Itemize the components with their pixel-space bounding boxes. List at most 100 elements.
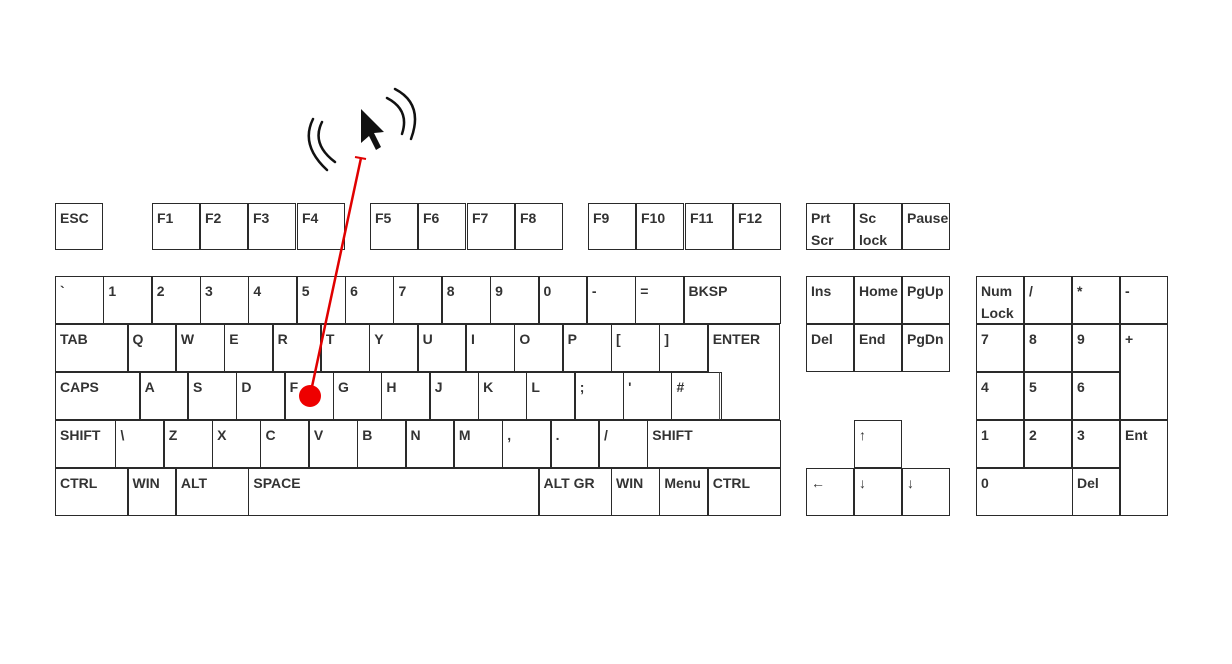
key-symbol-caps[interactable]: ; (574, 372, 624, 420)
key-menu-bottom[interactable]: Menu (659, 468, 709, 516)
key-caps-caps[interactable]: CAPS (55, 372, 141, 420)
key-symbol-shift[interactable]: , (502, 420, 552, 468)
key-f12[interactable]: F12 (733, 203, 781, 250)
key-3-number[interactable]: 3 (200, 276, 249, 324)
key-shift-shift[interactable]: SHIFT (55, 420, 116, 468)
key-f4[interactable]: F4 (297, 203, 345, 250)
key-ctrl-bottom[interactable]: CTRL (55, 468, 129, 516)
key-numpad-symbol[interactable]: * (1072, 276, 1120, 324)
key-t-tab[interactable]: T (320, 324, 370, 372)
key-f3[interactable]: F3 (248, 203, 296, 250)
key-f11[interactable]: F11 (685, 203, 733, 250)
key-numpad-symbol[interactable]: - (1120, 276, 1168, 324)
key-d-caps[interactable]: D (236, 372, 286, 420)
key-symbol-shift[interactable]: \ (115, 420, 165, 468)
key-q-tab[interactable]: Q (127, 324, 177, 372)
key-l-caps[interactable]: L (526, 372, 576, 420)
key-x-shift[interactable]: X (212, 420, 261, 468)
key-numpad-symbol[interactable]: / (1024, 276, 1072, 324)
key-print-screen[interactable]: Prt Scr (806, 203, 854, 250)
key-v-shift[interactable]: V (308, 420, 358, 468)
key-j-caps[interactable]: J (429, 372, 479, 420)
key-m-shift[interactable]: M (453, 420, 503, 468)
key-2-number[interactable]: 2 (151, 276, 201, 324)
key-0-number[interactable]: 0 (538, 276, 588, 324)
key-numpad-5[interactable]: 5 (1024, 372, 1072, 420)
key-symbol-shift[interactable]: . (550, 420, 600, 468)
key-arrow-right[interactable]: ↓ (902, 468, 950, 516)
key-numpad-2[interactable]: 2 (1024, 420, 1072, 468)
key-f8[interactable]: F8 (515, 203, 563, 250)
key-f1[interactable]: F1 (152, 203, 200, 250)
key-6-number[interactable]: 6 (345, 276, 394, 324)
key-c-shift[interactable]: C (260, 420, 310, 468)
key-alt-bottom[interactable]: ALT (175, 468, 249, 516)
key-h-caps[interactable]: H (381, 372, 431, 420)
key-pgdn[interactable]: PgDn (902, 324, 950, 372)
key-home[interactable]: Home (854, 276, 902, 324)
key-symbol-shift[interactable]: / (598, 420, 648, 468)
key-e-tab[interactable]: E (224, 324, 274, 372)
key-k-caps[interactable]: K (478, 372, 527, 420)
key-b-shift[interactable]: B (357, 420, 407, 468)
key-f10[interactable]: F10 (636, 203, 684, 250)
key-numpad-7[interactable]: 7 (976, 324, 1024, 372)
key-numpad-8[interactable]: 8 (1024, 324, 1072, 372)
key-z-shift[interactable]: Z (163, 420, 213, 468)
key-del[interactable]: Del (806, 324, 854, 372)
key-symbol-caps[interactable]: # (671, 372, 721, 420)
key-g-caps[interactable]: G (333, 372, 382, 420)
key-f-caps[interactable]: F (284, 372, 334, 420)
key-r-tab[interactable]: R (272, 324, 322, 372)
key-arrow-down[interactable]: ↓ (854, 468, 902, 516)
key-win-bottom[interactable]: WIN (127, 468, 177, 516)
key-f2[interactable]: F2 (200, 203, 248, 250)
key-i-tab[interactable]: I (465, 324, 515, 372)
key-numpad-3[interactable]: 3 (1072, 420, 1120, 468)
key-p-tab[interactable]: P (562, 324, 612, 372)
key-symbol-number[interactable]: - (586, 276, 636, 324)
key-numpad-ent[interactable]: Ent (1120, 420, 1168, 516)
key-o-tab[interactable]: O (514, 324, 564, 372)
key-4-number[interactable]: 4 (248, 276, 298, 324)
key-f7[interactable]: F7 (467, 203, 515, 250)
key-pause[interactable]: Pause (902, 203, 950, 250)
key-a-caps[interactable]: A (139, 372, 189, 420)
key-5-number[interactable]: 5 (296, 276, 346, 324)
key-f9[interactable]: F9 (588, 203, 636, 250)
key-ins[interactable]: Ins (806, 276, 854, 324)
key-space-bottom[interactable]: SPACE (248, 468, 539, 516)
key-numpad-num-lock[interactable]: Num Lock (976, 276, 1024, 324)
key-numpad-1[interactable]: 1 (976, 420, 1024, 468)
key-7-number[interactable]: 7 (393, 276, 443, 324)
key-9-number[interactable]: 9 (490, 276, 539, 324)
key-w-tab[interactable]: W (175, 324, 225, 372)
key-1-number[interactable]: 1 (103, 276, 153, 324)
key-pgup[interactable]: PgUp (902, 276, 950, 324)
key-end[interactable]: End (854, 324, 902, 372)
key-s-caps[interactable]: S (187, 372, 237, 420)
key-8-number[interactable]: 8 (441, 276, 491, 324)
key-y-tab[interactable]: Y (369, 324, 419, 372)
key-f6[interactable]: F6 (418, 203, 466, 250)
key-esc[interactable]: ESC (55, 203, 103, 250)
key-numpad-9[interactable]: 9 (1072, 324, 1120, 372)
key-f5[interactable]: F5 (370, 203, 418, 250)
key-scroll-lock[interactable]: Sc lock (854, 203, 902, 250)
key-symbol-tab[interactable]: [ (611, 324, 660, 372)
key-ctrl-bottom[interactable]: CTRL (707, 468, 781, 516)
key-n-shift[interactable]: N (405, 420, 455, 468)
key-arrow-left[interactable]: ← (806, 468, 854, 516)
key-symbol-tab[interactable]: ] (659, 324, 709, 372)
key-numpad-symbol[interactable]: + (1120, 324, 1168, 420)
key-symbol-number[interactable]: = (635, 276, 685, 324)
key-symbol-caps[interactable]: ' (623, 372, 672, 420)
key-alt-gr-bottom[interactable]: ALT GR (538, 468, 612, 516)
key-tab-tab[interactable]: TAB (55, 324, 129, 372)
key-shift-shift[interactable]: SHIFT (647, 420, 781, 468)
key-numpad-4[interactable]: 4 (976, 372, 1024, 420)
key-numpad-6[interactable]: 6 (1072, 372, 1120, 420)
key-bksp-number[interactable]: BKSP (683, 276, 781, 324)
key-win-bottom[interactable]: WIN (611, 468, 660, 516)
key-symbol-number[interactable]: ` (55, 276, 104, 324)
